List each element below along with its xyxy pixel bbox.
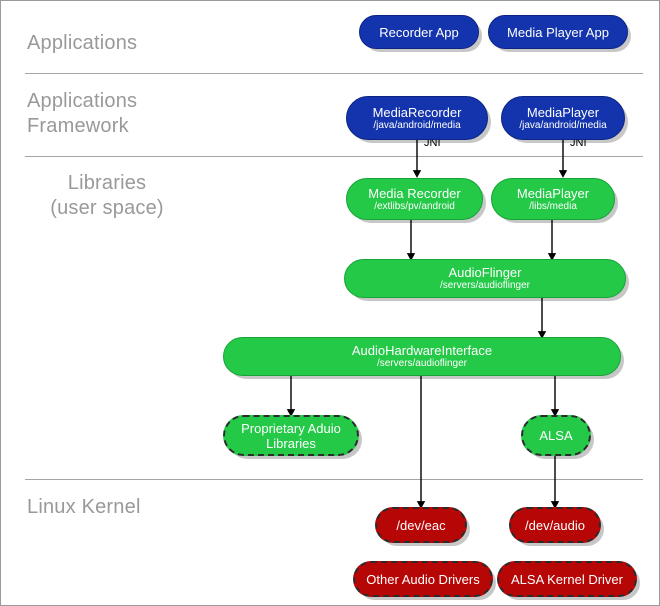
node-media-player-framework[interactable]: MediaPlayer /java/android/media <box>501 96 625 140</box>
layer-label-applications: Applications <box>27 32 138 54</box>
node-title: Recorder App <box>379 24 459 40</box>
layer-label-libraries: Libraries (user space) <box>50 172 164 219</box>
divider-framework <box>25 156 643 157</box>
node-title: /dev/eac <box>396 517 446 533</box>
node-subtitle: /java/android/media <box>373 119 461 131</box>
node-subtitle: /extlibs/pv/android <box>374 200 455 212</box>
node-alsa[interactable]: ALSA <box>521 415 591 456</box>
edge-label-jni-right: JNI <box>570 137 587 149</box>
node-media-recorder-library[interactable]: Media Recorder /extlibs/pv/android <box>346 178 483 220</box>
divider-libraries <box>25 479 643 480</box>
node-title: Media Recorder <box>368 185 461 201</box>
node-title: Proprietary Aduio <box>241 420 341 436</box>
node-title: MediaPlayer <box>516 185 590 201</box>
edge-label-jni-left: JNI <box>424 137 441 149</box>
node-dev-audio[interactable]: /dev/audio <box>509 507 601 543</box>
node-recorder-app[interactable]: Recorder App <box>359 15 479 49</box>
node-audio-flinger[interactable]: AudioFlinger /servers/audioflinger <box>344 259 626 298</box>
node-media-player-app[interactable]: Media Player App <box>488 15 628 49</box>
node-dev-eac[interactable]: /dev/eac <box>375 507 467 543</box>
node-subtitle: /libs/media <box>529 200 577 212</box>
node-title: AudioHardwareInterface <box>351 343 493 358</box>
node-proprietary-audio-libraries[interactable]: Proprietary Aduio Libraries <box>223 415 359 456</box>
node-media-player-library[interactable]: MediaPlayer /libs/media <box>491 178 615 220</box>
node-title: ALSA Kernel Driver <box>511 571 623 587</box>
node-subtitle: /servers/audioflinger <box>376 358 468 369</box>
node-title: ALSA <box>539 428 573 443</box>
layer-label-framework: Applications Framework <box>27 90 138 137</box>
node-title: MediaRecorder <box>372 104 462 120</box>
layer-label-kernel: Linux Kernel <box>27 496 141 518</box>
node-subtitle: /java/android/media <box>519 119 607 131</box>
node-media-recorder-framework[interactable]: MediaRecorder /java/android/media <box>346 96 488 140</box>
divider-applications <box>25 73 643 74</box>
node-other-audio-drivers[interactable]: Other Audio Drivers <box>353 561 493 597</box>
node-title: Media Player App <box>507 24 609 40</box>
node-audio-hardware-interface[interactable]: AudioHardwareInterface /servers/audiofli… <box>223 337 621 376</box>
node-title: AudioFlinger <box>448 265 522 280</box>
node-subtitle: /servers/audioflinger <box>439 280 531 291</box>
node-title: MediaPlayer <box>526 104 600 120</box>
node-title: /dev/audio <box>525 517 585 533</box>
node-alsa-kernel-driver[interactable]: ALSA Kernel Driver <box>497 561 637 597</box>
node-title-line2: Libraries <box>266 435 316 451</box>
node-title: Other Audio Drivers <box>366 571 480 587</box>
